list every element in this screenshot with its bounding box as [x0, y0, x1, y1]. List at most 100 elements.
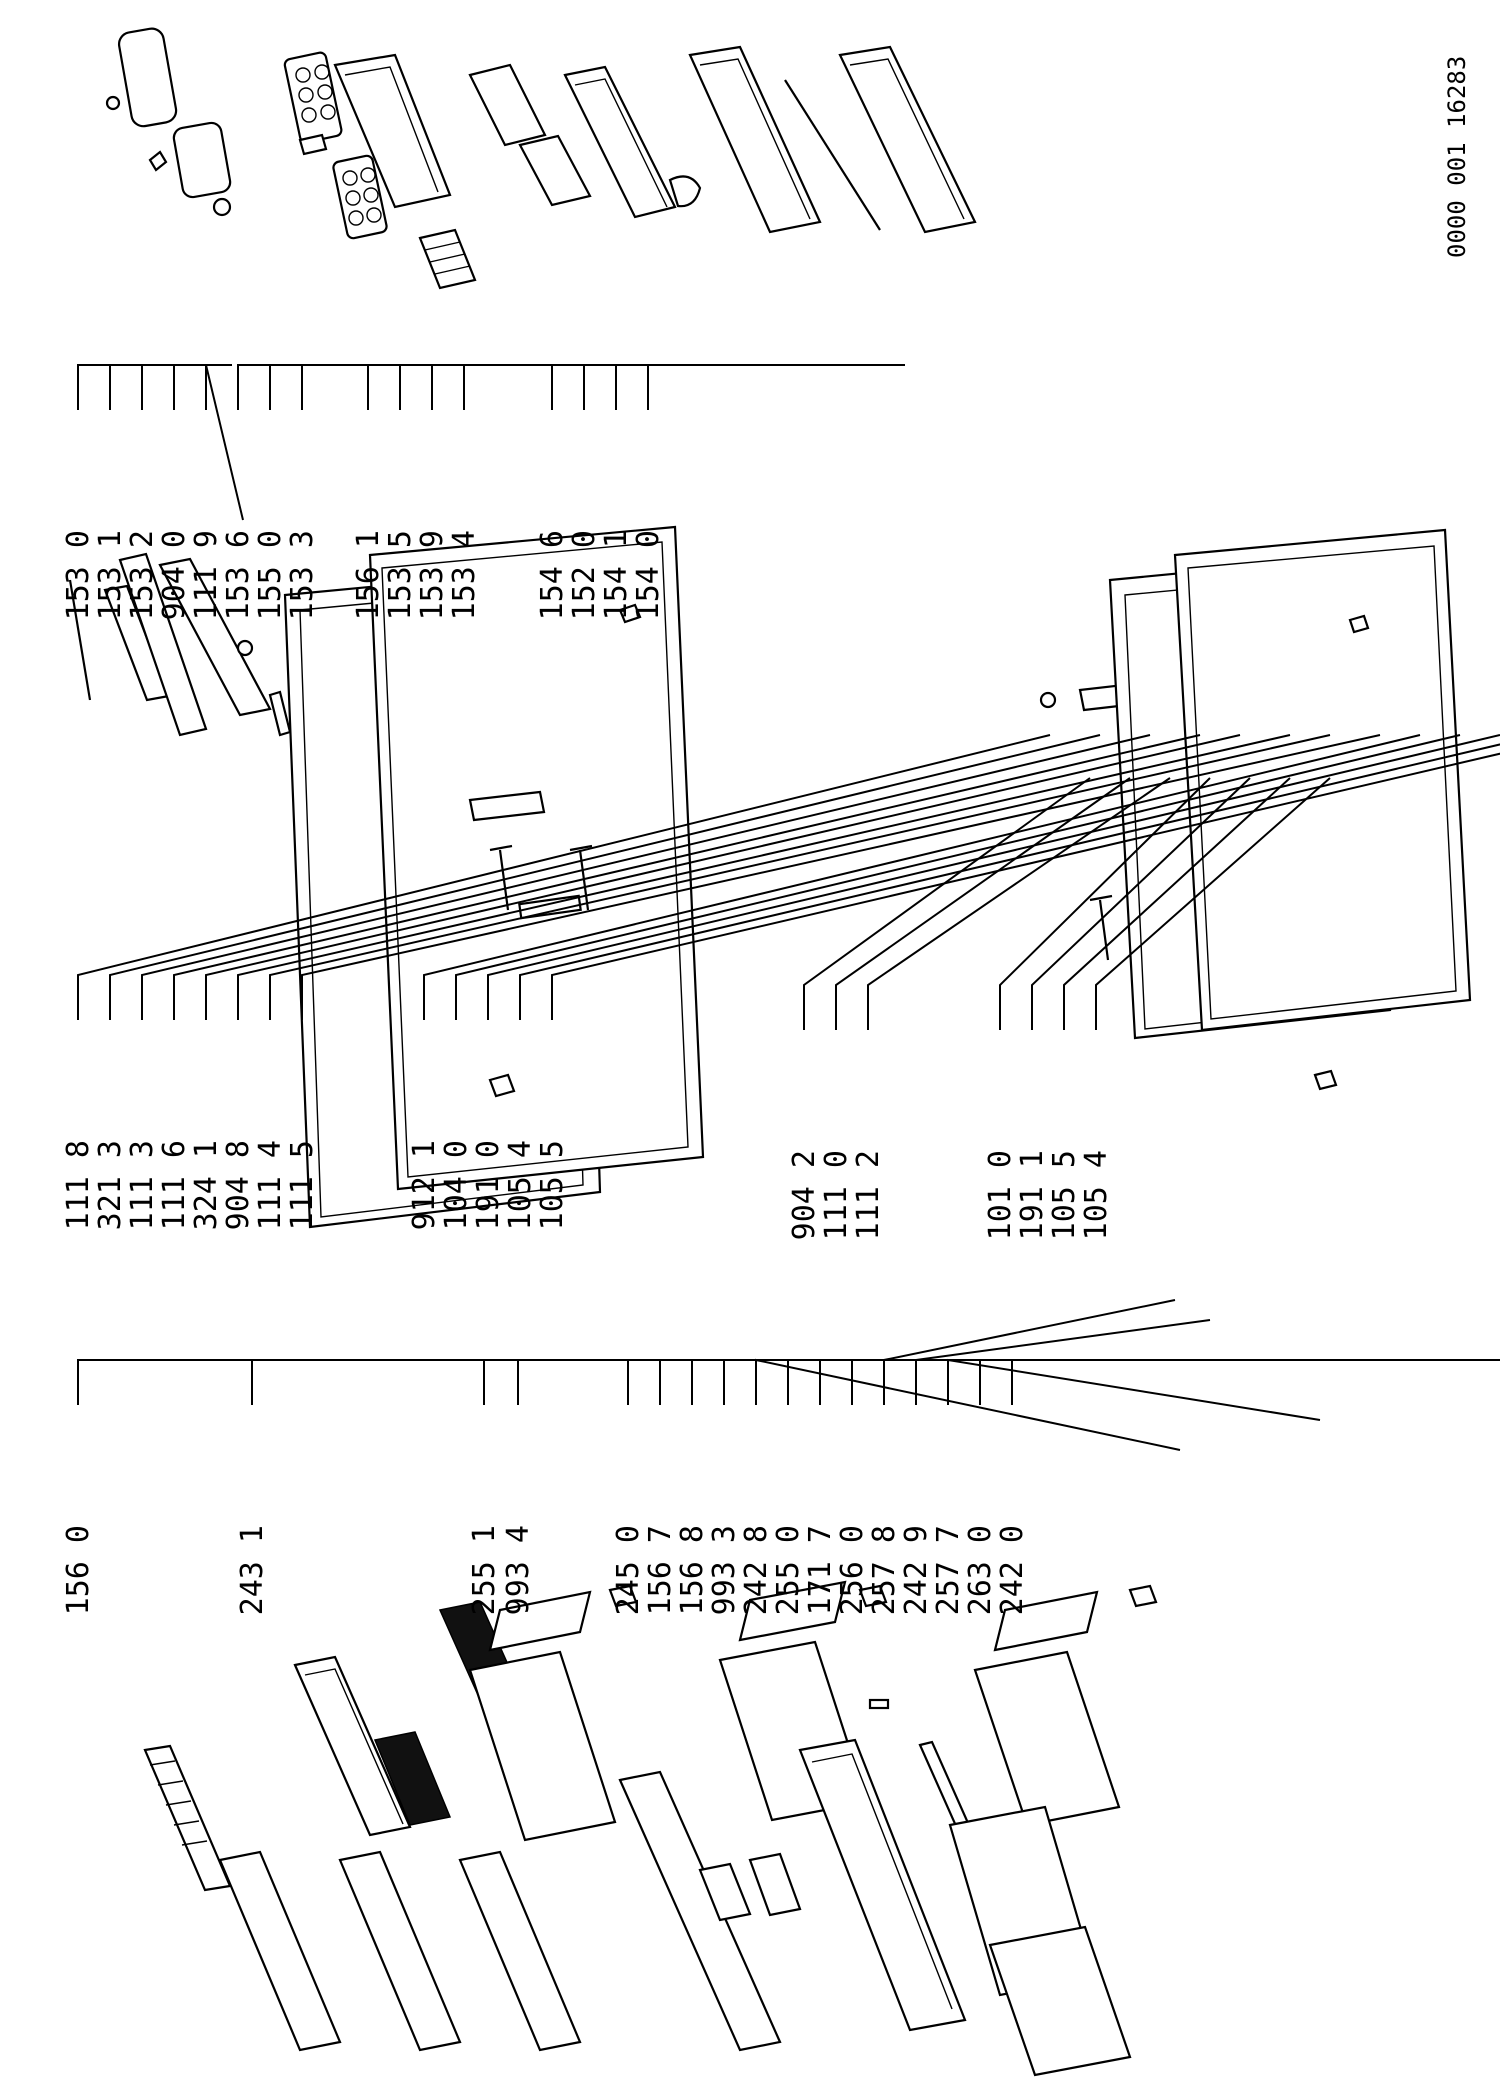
glass-shelf-2431: [293, 1655, 412, 1837]
leader-l-9933: [723, 1359, 1085, 1405]
clip-2578: [858, 1584, 888, 1608]
leader-l-1539: [431, 364, 530, 410]
handle-cover-1119: [158, 557, 272, 717]
part-label-l-1546: 154 6: [535, 530, 570, 620]
part-label-l-1532: 153 2: [125, 530, 160, 620]
leader-l-1717: [819, 1359, 860, 1405]
part-label-l-1055: 105 5: [535, 1140, 570, 1230]
leader-l-1055: [551, 752, 1500, 1020]
leader-l-2578: [883, 1299, 1176, 1405]
fridge-door-parts: [68, 525, 705, 1229]
leader-l-1119: [205, 364, 244, 521]
part-label-l-2578: 257 8: [867, 1525, 902, 1615]
shelf-1540: [838, 45, 977, 234]
part-label-l-9042: 904 2: [787, 1150, 822, 1240]
leader-l-1550: [269, 364, 352, 410]
leader-l-1113: [141, 734, 1151, 1020]
part-label-l-1531: 153 1: [93, 530, 128, 620]
frame-1567: [698, 1862, 752, 1922]
shelf-1534: [563, 65, 677, 219]
part-label-l-1010: 101 0: [983, 1150, 1018, 1240]
part-label-l-1113: 111 3: [125, 1140, 160, 1230]
part-label-l-1717: 171 7: [803, 1525, 838, 1615]
part-label-l-1533: 153 3: [285, 530, 320, 620]
box-1539: [518, 134, 592, 207]
part-label-l-1112: 111 2: [851, 1150, 886, 1240]
leader-l-2428: [755, 1358, 1181, 1451]
part-label-l-9048: 904 8: [221, 1140, 256, 1230]
hinge-1114: [468, 790, 546, 822]
leader-l-1534: [463, 364, 610, 410]
leader-l-1116: [173, 734, 1201, 1020]
leader-l-1546: [551, 364, 686, 410]
bracket-1054b: [1313, 1069, 1338, 1091]
leader-l-1054: [519, 743, 1500, 1020]
leader-l-9048: [237, 734, 1291, 1020]
cover-2450: [618, 1770, 782, 2052]
part-label-l-1539: 153 9: [415, 530, 450, 620]
leader-l-2429: [915, 1319, 1211, 1405]
hook-1546: [668, 175, 702, 208]
pin-1531: [105, 95, 121, 111]
leader-l-1010: [999, 777, 1211, 1030]
leader-l-1532: [141, 364, 213, 410]
part-label-l-1541: 154 1: [599, 530, 634, 620]
screw-a: [1089, 894, 1113, 961]
part-label-l-1116: 111 6: [157, 1140, 192, 1230]
freezer-door-parts: [1039, 528, 1472, 1091]
strip-1118: [68, 579, 92, 701]
leader-l-1561: [367, 364, 452, 410]
part-label-l-1911: 191 1: [1015, 1150, 1050, 1240]
part-label-l-1568: 156 8: [675, 1525, 710, 1615]
part-label-l-1040: 104 0: [439, 1140, 474, 1230]
crisper-2420b: [988, 1925, 1132, 2077]
leader-l-2450: [627, 1359, 730, 1405]
leader-l-3213: [109, 734, 1101, 1020]
door-fittings-parts: [105, 27, 977, 290]
leader-l-2431: [251, 1359, 1500, 1405]
leader-l-2420: [1011, 1359, 1050, 1405]
interior-parts: [143, 1580, 1158, 2077]
shelf-2551a: [218, 1850, 342, 2052]
part-label-l-1520: 152 0: [567, 530, 602, 620]
ice-tray-1560: [143, 1744, 232, 1892]
rack-1561: [418, 228, 477, 290]
leader-l-1911: [1031, 777, 1251, 1030]
box-1535: [468, 63, 547, 147]
leader-l-1118: [77, 734, 1051, 1020]
part-label-l-3241: 324 1: [189, 1140, 224, 1230]
clip-2577: [1128, 1584, 1158, 1608]
drawer-2429: [973, 1650, 1121, 1827]
bracket-1055b: [1348, 614, 1370, 634]
leader-l-1533: [301, 364, 410, 410]
leader-l-1531: [109, 364, 200, 410]
leader-l-1114: [269, 734, 1331, 1020]
clip-9933: [608, 1584, 638, 1608]
leader-lines: [77, 364, 1500, 1451]
part-label-l-9934: 993 4: [501, 1525, 536, 1615]
part-label-l-1114: 111 4: [253, 1140, 288, 1230]
plug-3241: [236, 639, 254, 657]
part-label-l-1540: 154 0: [631, 530, 666, 620]
grille-9934a: [373, 1731, 452, 1826]
part-label-l-1118: 111 8: [61, 1140, 96, 1230]
part-label-l-9933: 993 3: [707, 1525, 742, 1615]
part-label-l-2560: 256 0: [835, 1525, 870, 1615]
leader-l-1910: [487, 734, 1500, 1020]
handle-1113: [118, 552, 208, 737]
part-label-l-2431: 243 1: [235, 1525, 270, 1615]
door-gasket-1911: [1173, 528, 1472, 1032]
leader-l-9042: [803, 777, 1091, 1030]
leader-l-1530: [77, 364, 232, 410]
leader-l-2550: [787, 1359, 830, 1405]
part-label-l-1560: 156 0: [61, 1525, 96, 1615]
shelf-1533: [333, 53, 452, 209]
part-label-l-2551: 255 1: [467, 1525, 502, 1615]
door-gasket-1910: [368, 525, 705, 1191]
part-label-l-1536: 153 6: [221, 530, 256, 620]
sheet-reference: 0000 001 16283: [1443, 56, 1471, 258]
tube-part-1532: [172, 121, 232, 199]
part-label-l-1535: 153 5: [383, 530, 418, 620]
